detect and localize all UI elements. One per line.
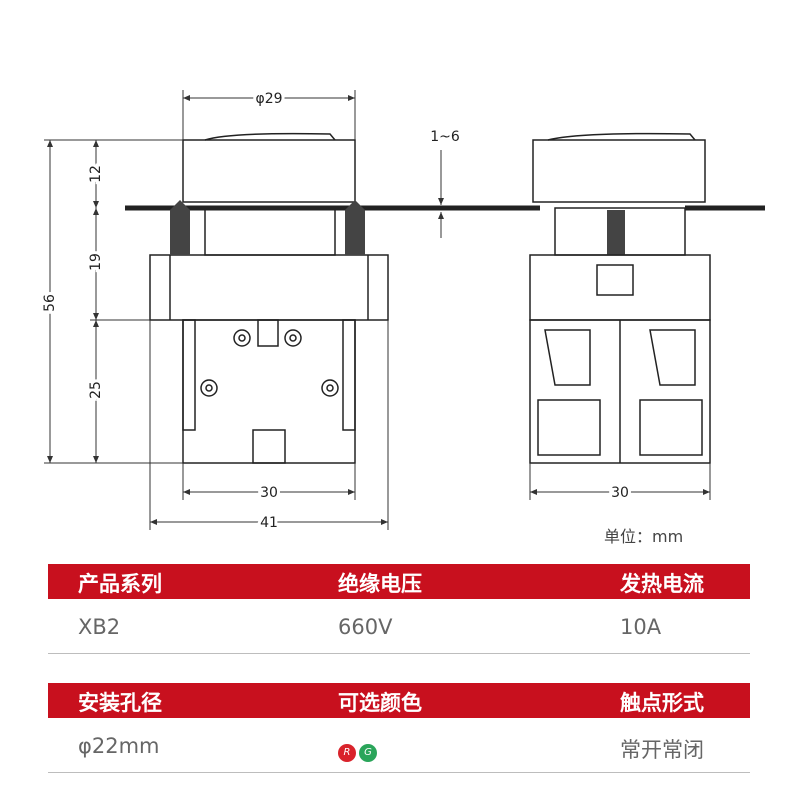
dimension-drawing: φ29 1~6 12 19 56 25 30 41 30 <box>42 90 765 531</box>
header-insulation-voltage: 绝缘电压 <box>338 572 422 596</box>
front-neck <box>204 207 336 256</box>
front-screw-left <box>170 200 190 255</box>
value-mounting-hole: φ22mm <box>78 734 160 758</box>
table-header-row-1: 产品系列 绝缘电压 发热电流 <box>48 564 750 599</box>
dim-front-width-30: 30 <box>260 485 278 501</box>
table-value-row-1: XB2 660V 10A <box>48 611 750 654</box>
header-mounting-hole: 安装孔径 <box>78 691 162 715</box>
dim-height-25: 25 <box>88 381 104 399</box>
front-head <box>182 139 356 203</box>
dim-width-41: 41 <box>260 515 278 531</box>
header-contact-form: 触点形式 <box>620 691 704 715</box>
dim-height-56: 56 <box>42 294 58 312</box>
table-header-row-2: 安装孔径 可选颜色 触点形式 <box>48 683 750 718</box>
unit-label: 单位：mm <box>604 527 684 546</box>
value-thermal-current: 10A <box>620 615 662 639</box>
side-head <box>532 139 706 203</box>
header-product-series: 产品系列 <box>78 572 162 596</box>
dim-height-19: 19 <box>88 253 104 271</box>
header-thermal-current: 发热电流 <box>620 572 704 596</box>
red-swatch-icon: R <box>338 744 356 762</box>
value-contact-form: 常开常闭 <box>620 738 704 762</box>
value-product-series: XB2 <box>78 615 121 639</box>
dim-height-12: 12 <box>88 165 104 183</box>
front-base <box>149 254 389 321</box>
header-available-colors: 可选颜色 <box>338 691 422 715</box>
green-swatch-icon: G <box>359 744 377 762</box>
dim-top-diameter: φ29 <box>255 91 282 107</box>
front-screw-right <box>345 200 365 255</box>
dim-panel-gap: 1~6 <box>430 129 460 145</box>
dim-side-width-30: 30 <box>611 485 629 501</box>
value-insulation-voltage: 660V <box>338 615 393 639</box>
